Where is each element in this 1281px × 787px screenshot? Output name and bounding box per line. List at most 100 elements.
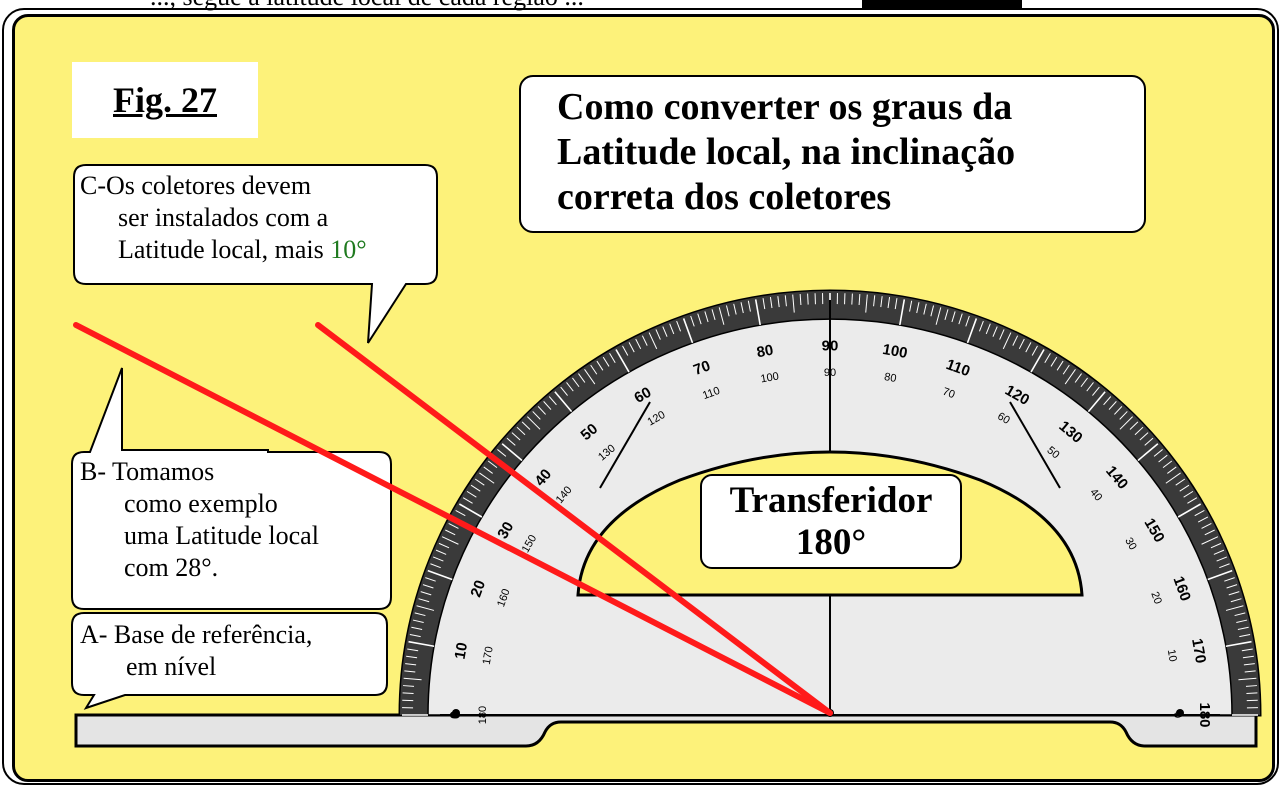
line-60	[599, 401, 651, 489]
protractor-tick	[1183, 490, 1194, 498]
protractor-tick	[784, 295, 787, 307]
protractor-tick	[441, 536, 459, 545]
callout-a-line-2: em nível	[126, 652, 217, 681]
protractor-tick	[951, 311, 956, 323]
top-strip-redaction	[862, 0, 1022, 10]
callout-a-bubble	[71, 612, 388, 710]
protractor-tick	[1224, 577, 1235, 582]
protractor-tick	[1080, 377, 1088, 388]
protractor-tick	[566, 382, 574, 392]
protractor-tick	[985, 323, 991, 335]
protractor-tick	[978, 320, 984, 332]
callout-c-line-2: ser instalados com a	[118, 203, 329, 232]
callout-a-text: A- Base de referência, em nível	[80, 619, 312, 683]
protractor-tick	[887, 297, 891, 309]
protractor-tick	[1239, 633, 1251, 638]
protractor-tick	[462, 497, 473, 504]
protractor-tick	[418, 598, 430, 603]
protractor-tick	[416, 605, 435, 611]
protractor-tick	[1044, 353, 1051, 363]
callout-a-line-1: A- Base de referência,	[80, 620, 313, 649]
protractor-tick	[1056, 360, 1064, 371]
protractor-tick	[537, 406, 546, 415]
base-bar	[74, 713, 1258, 748]
protractor-tick	[435, 549, 447, 555]
protractor-tick	[1134, 426, 1144, 436]
protractor-tick	[407, 648, 419, 652]
protractor-tick	[1064, 369, 1076, 385]
protractor-tick	[1241, 648, 1253, 652]
protractor-tick	[622, 345, 629, 356]
protractor-tick	[1119, 416, 1133, 430]
inner-scale-label: 80	[883, 371, 897, 385]
callout-c-highlight: 10°	[330, 235, 367, 264]
protractor-tick	[1031, 345, 1038, 356]
protractor-tick	[899, 299, 906, 326]
protractor-tick	[807, 293, 809, 305]
protractor-tick	[792, 294, 795, 313]
protractor-tick	[865, 294, 868, 313]
protractor-tick	[966, 318, 978, 344]
protractor-tick	[641, 335, 648, 346]
protractor-tick	[923, 303, 927, 315]
inner-scale-label: 20	[1148, 590, 1163, 606]
protractor-tick	[470, 484, 481, 492]
protractor-tick	[754, 299, 761, 326]
protractor-tick	[718, 307, 725, 325]
protractor-tick	[1187, 497, 1198, 504]
protractor-tick	[402, 692, 414, 694]
protractor-tick	[466, 490, 477, 498]
protractor-tick	[1030, 349, 1045, 373]
protractor-tick	[1201, 522, 1212, 529]
protractor-tick	[487, 460, 498, 469]
protractor-tick	[1242, 655, 1254, 659]
protractor-tick	[1162, 460, 1173, 469]
protractor-tick	[1228, 591, 1240, 596]
protractor-tick	[532, 411, 541, 420]
protractor-tick	[1129, 421, 1139, 430]
protractor-tick	[777, 296, 780, 308]
protractor-labels: 0180101702016030150401405013060120701108…	[447, 337, 1213, 727]
protractor-tick	[704, 311, 709, 323]
title-line-2: Latitude local, na inclinação	[557, 131, 1016, 173]
protractor-tick	[769, 297, 773, 309]
protractor-tick	[935, 307, 942, 325]
outer-scale-label: 100	[881, 341, 909, 362]
protractor-tick	[1086, 382, 1094, 392]
protractor-tick	[1018, 338, 1025, 350]
title-box: Como converter os graus da Latitude loca…	[519, 75, 1146, 233]
protractor-tick	[404, 670, 416, 673]
protractor-tick	[511, 432, 521, 441]
protractor-tick	[676, 320, 682, 332]
top-strip: ..., segue a latitude local de cada regi…	[0, 0, 1281, 14]
outer-scale-label: 80	[755, 342, 774, 362]
protractor-tick	[1002, 332, 1012, 350]
protractor-tick	[1230, 598, 1242, 603]
protractor-tick	[425, 577, 436, 582]
outer-scale-label: 50	[578, 420, 602, 444]
line-120	[1009, 401, 1061, 489]
protractor-tick	[1158, 454, 1168, 463]
protractor-tick	[1201, 536, 1219, 545]
protractor-tick	[740, 302, 744, 314]
figure-label-text: Fig. 27	[113, 80, 217, 120]
protractor-tick	[1025, 342, 1032, 353]
protractor-tick	[690, 315, 695, 327]
inner-scale-label: 110	[701, 385, 722, 402]
protractor-tick	[1197, 516, 1209, 523]
protractor-label-line-2: 180°	[795, 522, 867, 563]
protractor-tick	[1153, 449, 1163, 457]
callout-b-text: B- Tomamos como exemplo uma Latitude loc…	[80, 456, 319, 584]
protractor-tick	[602, 356, 610, 367]
protractor-tick	[873, 295, 876, 307]
protractor-tick	[430, 563, 441, 569]
protractor-tick	[1139, 432, 1149, 441]
protractor-tick	[560, 386, 568, 396]
callout-b-line-1: B- Tomamos	[80, 457, 215, 486]
protractor-tick	[578, 373, 586, 383]
inner-scale-label: 70	[941, 386, 957, 401]
protractor-tick	[1012, 335, 1019, 346]
protractor-tick	[590, 364, 598, 375]
inner-scale-label: 170	[481, 645, 496, 665]
protractor-tick	[497, 449, 507, 457]
